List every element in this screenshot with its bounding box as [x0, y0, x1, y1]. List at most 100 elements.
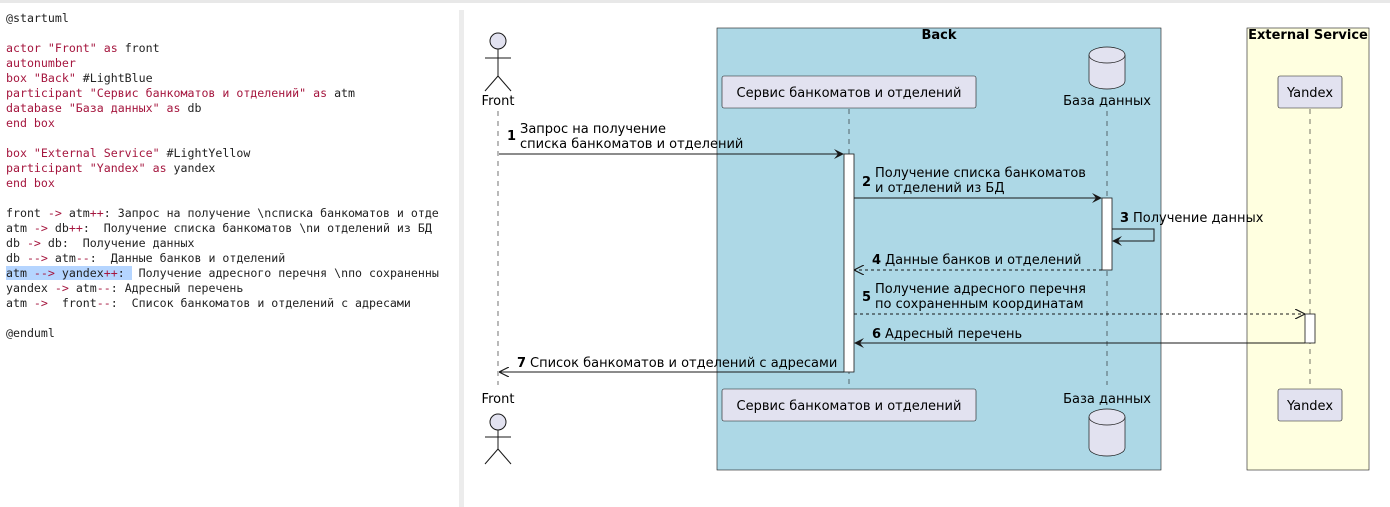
- message-3-line-1: Получение данных: [1133, 211, 1264, 226]
- code-token: atm: [68, 281, 97, 295]
- code-line[interactable]: @enduml: [6, 326, 55, 341]
- code-token: ++: [68, 221, 83, 235]
- message-1-line-1: Запрос на получение: [520, 122, 666, 137]
- code-token: --: [96, 281, 111, 295]
- atm-participant-top-label: Сервис банкоматов и отделений: [737, 86, 962, 101]
- db-activation: [1101, 197, 1113, 271]
- code-line[interactable]: front -> atm++: Запрос на получение \nсп…: [6, 206, 439, 221]
- code-token: : Список банкоматов и отделений с адреса…: [110, 296, 411, 310]
- code-token: as: [96, 41, 125, 55]
- message-3-number: 3: [1120, 211, 1129, 226]
- code-token: yandex: [173, 161, 216, 175]
- message-7: 7 Список банкоматов и отделений с адреса…: [500, 356, 844, 372]
- code-token: database: [6, 101, 69, 115]
- code-token: --: [75, 251, 90, 265]
- external-service-box-title: External Service: [1248, 28, 1368, 43]
- code-token: ->: [47, 206, 62, 220]
- code-token: front: [124, 41, 160, 55]
- code-line[interactable]: db -> db: Получение данных: [6, 236, 194, 251]
- message-3: 3 Получение данных: [1112, 211, 1264, 246]
- message-4: 4 Данные банков и отделений: [855, 253, 1102, 270]
- code-token: box: [6, 146, 34, 160]
- database-icon-bottom: [1088, 408, 1126, 457]
- message-2-line-2: и отделений из БД: [875, 181, 1005, 196]
- code-token: front: [6, 206, 48, 220]
- code-token: ++: [89, 206, 104, 220]
- message-2-number: 2: [862, 175, 871, 190]
- front-actor-label-bottom: Front: [482, 392, 515, 407]
- db-participant-top-label: База данных: [1063, 94, 1151, 109]
- code-line[interactable]: end box: [6, 176, 55, 191]
- code-token: : Запрос на получение \nсписка банкомато…: [103, 206, 439, 220]
- atm-activation: [843, 153, 855, 373]
- code-token: atm: [6, 296, 34, 310]
- code-token: #LightBlue: [75, 71, 153, 85]
- code-token: as: [145, 161, 174, 175]
- code-token: db: [6, 251, 27, 265]
- code-token: yandex: [54, 266, 104, 280]
- code-token: end box: [6, 176, 55, 190]
- code-token: participant: [6, 161, 90, 175]
- message-1-number: 1: [507, 129, 516, 144]
- front-actor-top: [484, 32, 512, 92]
- code-token: --: [96, 296, 111, 310]
- code-token: ++: [103, 266, 118, 280]
- code-token: -->: [33, 266, 55, 280]
- code-token: atm: [6, 266, 34, 280]
- code-token: "Front": [47, 41, 97, 55]
- message-6-number: 6: [872, 327, 881, 342]
- message-4-line-1: Данные банков и отделений: [885, 253, 1081, 268]
- pane-splitter[interactable]: [459, 10, 464, 507]
- code-token: ->: [33, 221, 48, 235]
- code-token: atm: [6, 221, 34, 235]
- message-1: 1 Запрос на получение списка банкоматов …: [499, 122, 844, 159]
- code-token: "База данных": [68, 101, 160, 115]
- code-line[interactable]: autonumber: [6, 56, 76, 71]
- code-line[interactable]: @startuml: [6, 11, 69, 26]
- message-6: 6 Адресный перечень: [854, 327, 1305, 348]
- atm-participant-bottom-label: Сервис банкоматов и отделений: [737, 399, 962, 414]
- code-line[interactable]: database "База данных" as db: [6, 101, 201, 116]
- code-token: : Адресный перечень: [110, 281, 244, 295]
- code-token: "Back": [33, 71, 76, 85]
- code-line[interactable]: end box: [6, 116, 55, 131]
- code-line[interactable]: box "Back" #LightBlue: [6, 71, 153, 86]
- yandex-activation: [1304, 313, 1316, 344]
- code-line[interactable]: participant "Yandex" as yandex: [6, 161, 215, 176]
- code-token: as: [159, 101, 188, 115]
- code-line[interactable]: atm -> db++: Получение списка банкоматов…: [6, 221, 432, 236]
- code-line[interactable]: actor "Front" as front: [6, 41, 160, 56]
- code-token: @startuml: [6, 11, 69, 25]
- code-token: atm: [47, 251, 76, 265]
- atm-participant-top: [721, 75, 977, 109]
- code-token: ->: [33, 296, 48, 310]
- code-line[interactable]: box "External Service" #LightYellow: [6, 146, 250, 161]
- code-token: : Получение списка банкоматов \nи отделе…: [82, 221, 432, 235]
- message-5-line-1: Получение адресного перечня: [875, 282, 1086, 297]
- message-2: 2 Получение списка банкоматов и отделени…: [854, 166, 1102, 203]
- code-line[interactable]: db --> atm--: Данные банков и отделений: [6, 251, 285, 266]
- code-line[interactable]: atm -> front--: Список банкоматов и отде…: [6, 296, 411, 311]
- yandex-participant-bottom: [1277, 388, 1343, 422]
- front-actor-label-top: Front: [482, 94, 515, 109]
- code-line[interactable]: atm --> yandex++: Получение адресного пе…: [6, 266, 439, 281]
- message-5-number: 5: [862, 290, 871, 305]
- message-7-line-1: Список банкоматов и отделений с адресами: [530, 356, 837, 371]
- code-token: db: [47, 221, 69, 235]
- code-token: db: [187, 101, 202, 115]
- code-token: yandex: [6, 281, 55, 295]
- sequence-diagram: Back External Service Front Front Сервис…: [464, 3, 1390, 507]
- message-5-line-2: по сохраненным координатам: [875, 297, 1084, 312]
- back-box-title: Back: [921, 28, 956, 43]
- message-1-line-2: списка банкоматов и отделений: [520, 137, 743, 152]
- code-token: -->: [26, 251, 48, 265]
- code-token: box: [6, 71, 34, 85]
- code-line[interactable]: yandex -> atm--: Адресный перечень: [6, 281, 243, 296]
- code-token: Получение адресного перечня \nпо сохране…: [131, 266, 439, 280]
- code-token: db: [6, 236, 27, 250]
- code-token: "External Service": [33, 146, 160, 160]
- code-line[interactable]: participant "Сервис банкоматов и отделен…: [6, 86, 355, 101]
- code-token: : Данные банков и отделений: [89, 251, 286, 265]
- code-token: db: Получение данных: [40, 236, 195, 250]
